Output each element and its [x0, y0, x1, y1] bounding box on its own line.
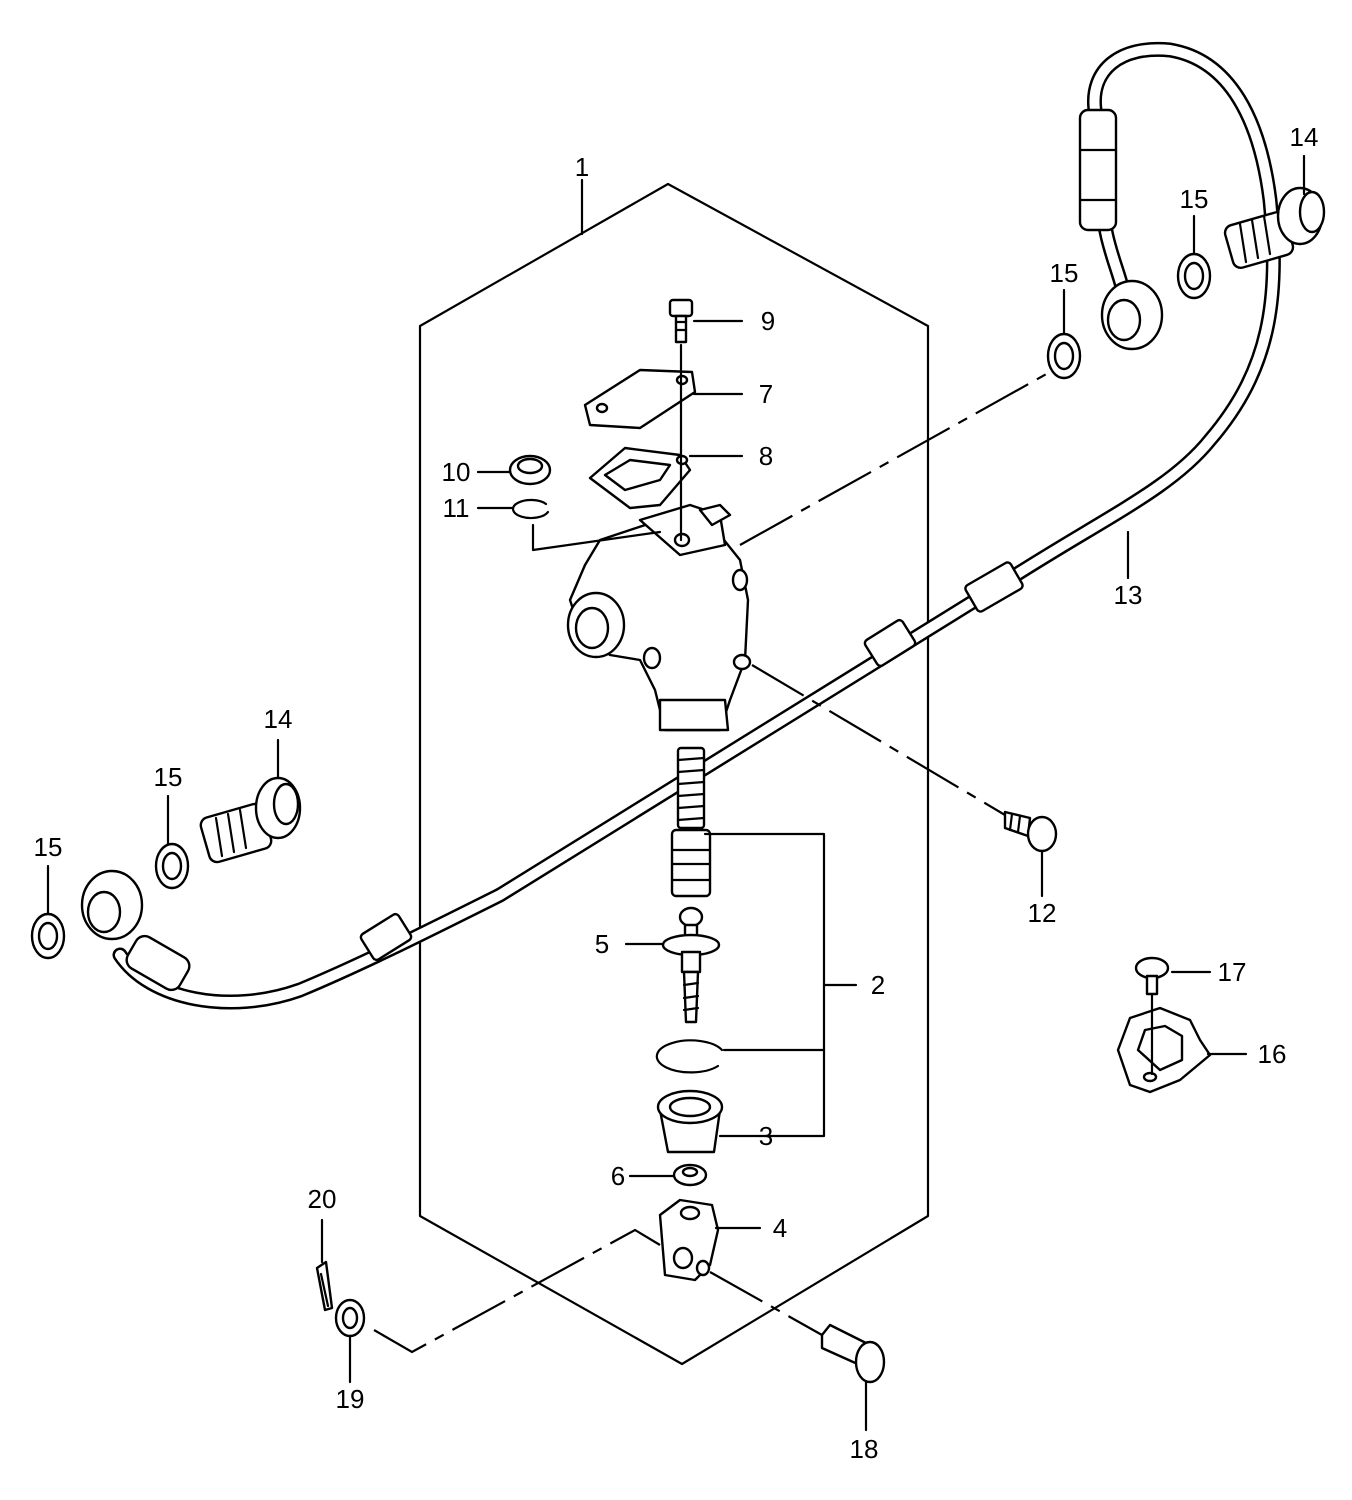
alignment-line-bolt: [751, 664, 1006, 816]
callout-18: 18: [850, 1434, 879, 1464]
clevis: [658, 1198, 720, 1282]
callout-11: 11: [443, 493, 470, 523]
boot: [656, 1089, 724, 1154]
bolt-12: [1003, 810, 1058, 853]
callout-8: 8: [759, 441, 773, 471]
assembly-outline: [418, 182, 930, 1366]
callout-1: 1: [575, 152, 589, 182]
cotter-pin: [315, 1260, 334, 1312]
alignment-line-washer: [373, 1228, 661, 1354]
callout-15-left-b: 15: [34, 832, 63, 862]
leader-lines: [46, 154, 1306, 1432]
lock-nut: [672, 1163, 708, 1187]
callout-15-right-a: 15: [1180, 184, 1209, 214]
callout-20: 20: [308, 1184, 337, 1214]
callout-5: 5: [595, 929, 609, 959]
plain-washer: [334, 1298, 366, 1338]
callout-14-right: 14: [1290, 122, 1319, 152]
callout-12: 12: [1028, 898, 1057, 928]
screw-9: [668, 298, 694, 542]
clevis-pin: [820, 1323, 886, 1384]
diaphragm: [588, 446, 692, 510]
callout-15-right-b: 15: [1050, 258, 1079, 288]
callout-4: 4: [773, 1213, 787, 1243]
callout-16: 16: [1258, 1039, 1287, 1069]
washer-left-a: [154, 842, 190, 890]
callout-9: 9: [761, 306, 775, 336]
hose-clamp: [1116, 1006, 1212, 1094]
callout-2: 2: [871, 970, 885, 1000]
callout-13: 13: [1114, 580, 1143, 610]
union-bolt-right: [1223, 186, 1326, 269]
brake-hose: [80, 41, 1281, 1010]
callout-14-left: 14: [264, 704, 293, 734]
alignment-line-pin: [709, 1271, 823, 1336]
reservoir-plug: [508, 454, 552, 486]
callout-6: 6: [611, 1161, 625, 1191]
callout-labels: 1 2 3 4 5 6 7 8 9 10 11 12 13 14 14 15 1…: [34, 122, 1319, 1464]
washer-right-a: [1176, 252, 1212, 300]
callout-19: 19: [336, 1384, 365, 1414]
piston-assembly: [670, 746, 712, 898]
union-bolt-left: [199, 776, 302, 864]
circlip-ring: [655, 1039, 724, 1074]
circlip-11: [511, 498, 662, 552]
washer-right-b: [1046, 332, 1082, 380]
washer-left-b: [30, 912, 66, 960]
reservoir-cap: [583, 368, 697, 430]
callout-15-left-a: 15: [154, 762, 183, 792]
master-cylinder-body: [566, 503, 752, 732]
callout-7: 7: [759, 379, 773, 409]
callout-10: 10: [442, 457, 471, 487]
callout-17: 17: [1218, 957, 1247, 987]
alignment-line-hose-top: [739, 371, 1051, 546]
callout-3: 3: [759, 1121, 773, 1151]
screw-17: [1134, 956, 1170, 1076]
push-rod: [661, 906, 721, 1024]
